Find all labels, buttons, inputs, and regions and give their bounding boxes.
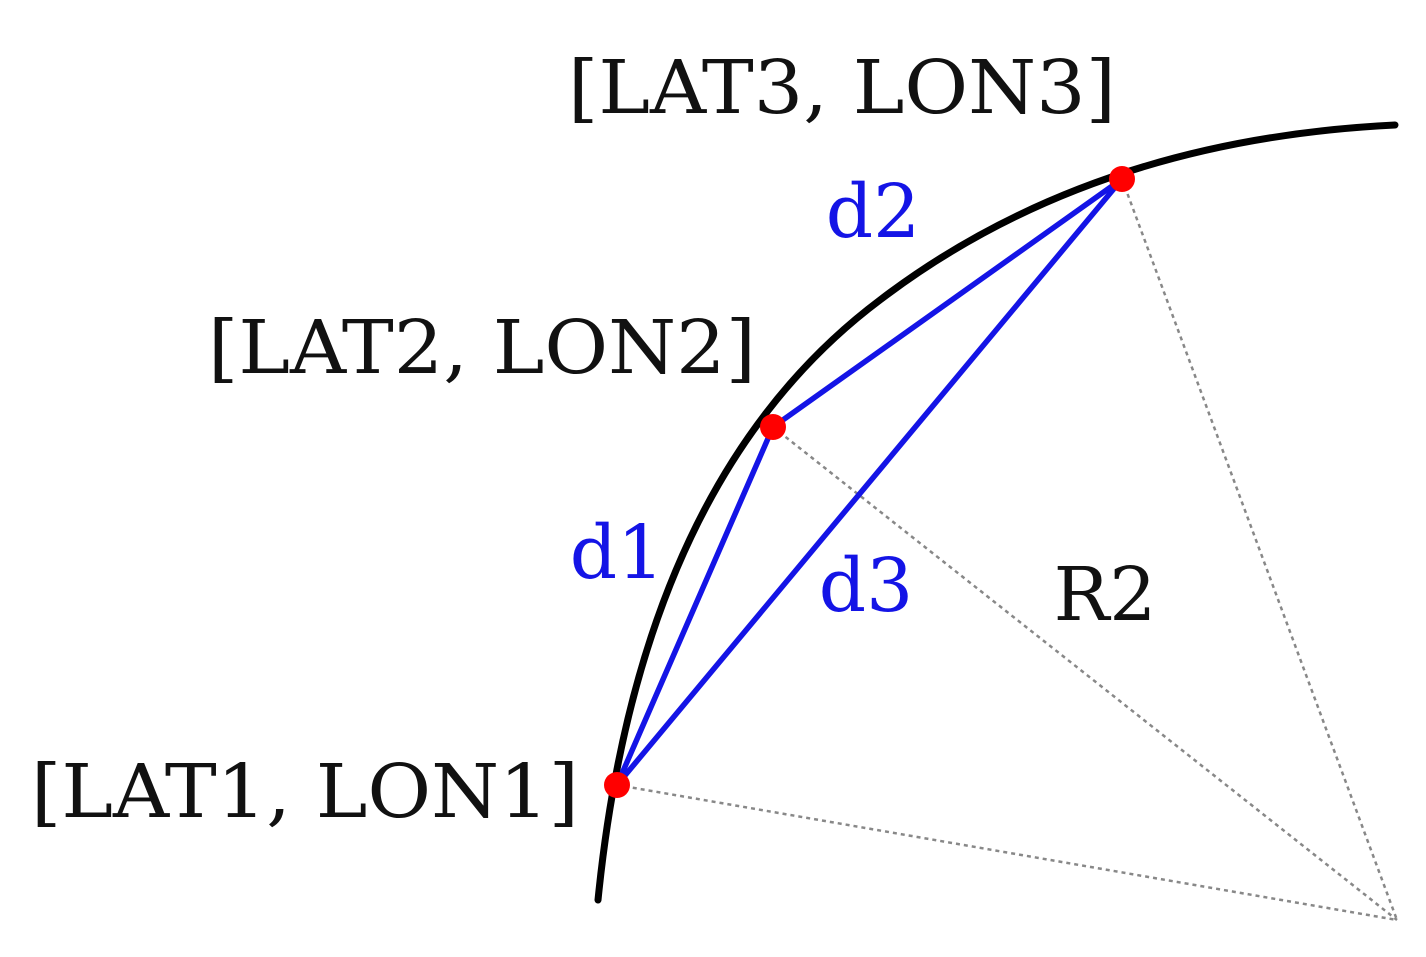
chord-d2	[770, 176, 1125, 430]
segment-d1-label: d1	[570, 510, 664, 596]
point-1-label: [LAT1, LON1]	[31, 749, 579, 835]
radius-label: R2	[1054, 552, 1157, 638]
chord-d3	[614, 176, 1125, 788]
point-3	[1109, 166, 1135, 192]
radius-line-p2	[772, 426, 1398, 921]
point-1	[604, 772, 630, 798]
radius-line-p1	[616, 783, 1398, 922]
chord-d1	[614, 424, 776, 788]
point-3-label: [LAT3, LON3]	[568, 45, 1116, 131]
great-circle-arc	[594, 121, 1399, 904]
radius-line-p3	[1120, 178, 1399, 921]
segment-d3-label: d3	[819, 543, 913, 629]
segment-d2-label: d2	[826, 169, 920, 255]
point-2	[760, 414, 786, 440]
point-2-label: [LAT2, LON2]	[208, 305, 756, 391]
